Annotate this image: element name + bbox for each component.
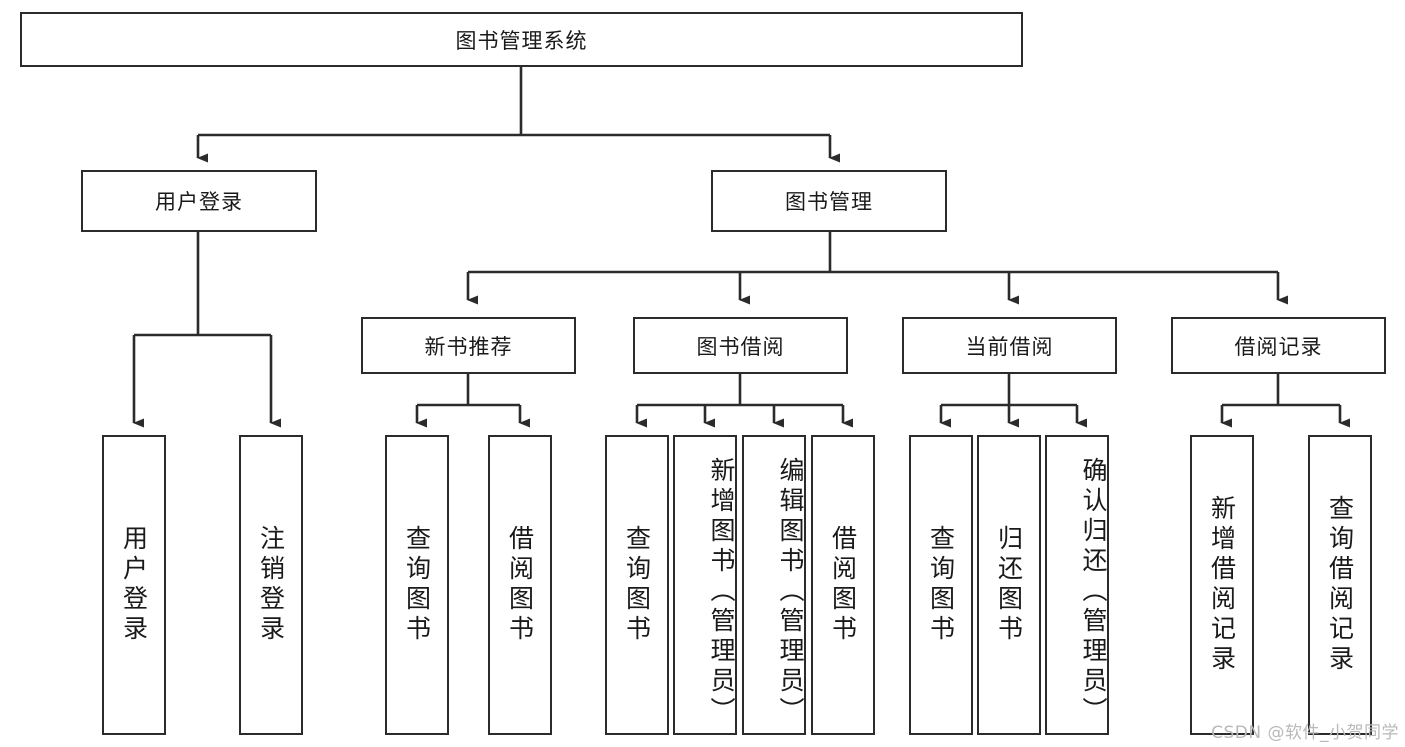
node-current-borrow[interactable]: 当前借阅 [902,317,1117,374]
leaf-add-borrow-record[interactable]: 新增借阅记录 [1190,435,1254,735]
leaf-query-book-recommend[interactable]: 查询图书 [385,435,449,735]
node-book-management[interactable]: 图书管理 [711,170,947,232]
leaf-confirm-return-admin[interactable]: 确认归还（管理员） [1045,435,1109,735]
leaf-borrow-book-recommend[interactable]: 借阅图书 [488,435,552,735]
leaf-user-login[interactable]: 用户登录 [102,435,166,735]
node-book-borrow[interactable]: 图书借阅 [633,317,848,374]
leaf-query-borrow-record[interactable]: 查询借阅记录 [1308,435,1372,735]
node-new-book-recommend[interactable]: 新书推荐 [361,317,576,374]
leaf-user-logout[interactable]: 注销登录 [239,435,303,735]
watermark-text: CSDN @软件_小贺同学 [1211,723,1399,743]
leaf-borrow-book[interactable]: 借阅图书 [811,435,875,735]
leaf-query-book-current[interactable]: 查询图书 [909,435,973,735]
leaf-query-book-borrow[interactable]: 查询图书 [605,435,669,735]
leaf-add-book-admin[interactable]: 新增图书（管理员） [673,435,737,735]
leaf-return-book[interactable]: 归还图书 [977,435,1041,735]
node-borrow-record[interactable]: 借阅记录 [1171,317,1386,374]
leaf-edit-book-admin[interactable]: 编辑图书（管理员） [742,435,806,735]
node-root[interactable]: 图书管理系统 [20,12,1023,67]
node-user-login[interactable]: 用户登录 [81,170,317,232]
